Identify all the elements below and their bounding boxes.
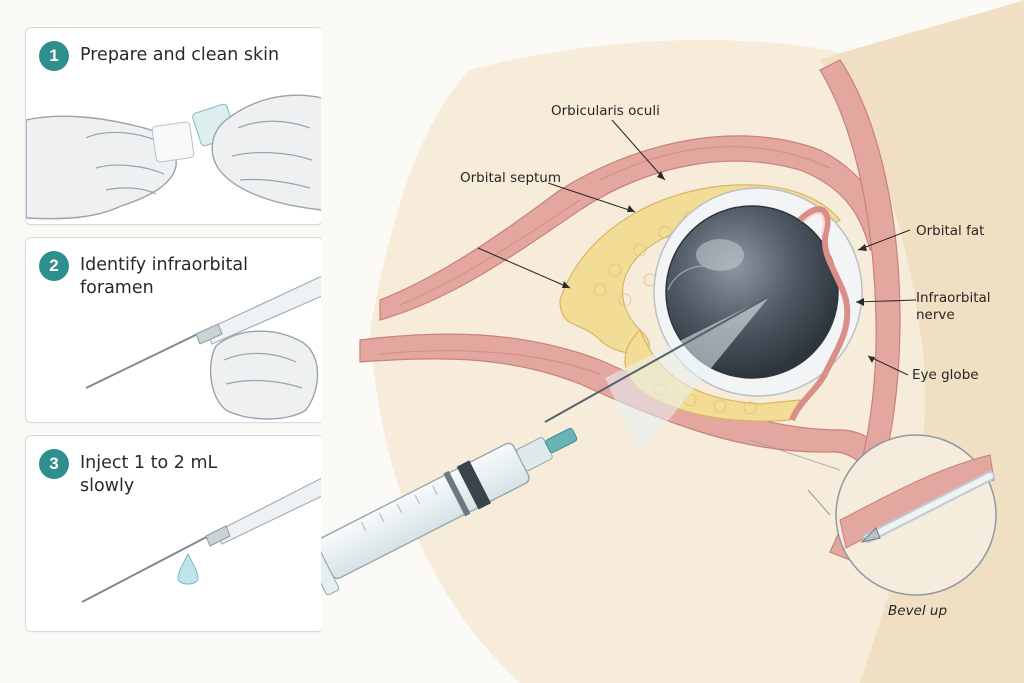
step-title: Inject 1 to 2 mL slowly (80, 453, 218, 496)
label-eye-globe: Eye globe (912, 367, 979, 383)
step-title: Prepare and clean skin (80, 45, 280, 65)
needle-in-hand-illustration (26, 238, 322, 422)
syringe (321, 427, 578, 596)
needle-drip-illustration (26, 436, 322, 631)
step-title: Identify infraorbital foramen (80, 255, 248, 298)
label-infraorbital-nerve: Infraorbital nerve (916, 290, 991, 323)
step-number-badge: 1 (39, 41, 69, 71)
label-orbital-fat: Orbital fat (916, 223, 985, 239)
label-bevel-up: Bevel up (888, 603, 948, 619)
step-1-panel: 1 Prepare and clean skin (25, 27, 323, 225)
cleaning-hands-illustration (26, 28, 322, 224)
step-2-panel: 2 Identify infraorbital foramen (25, 237, 323, 423)
step-number-badge: 3 (39, 449, 69, 479)
label-orbital-septum: Orbital septum (460, 170, 562, 186)
orbital-anatomy-illustration (321, 0, 1024, 683)
step-3-panel: 3 Inject 1 to 2 mL slowly (25, 435, 323, 632)
step-number-badge: 2 (39, 251, 69, 281)
label-orbicularis-oculi: Orbicularis oculi (551, 103, 660, 119)
